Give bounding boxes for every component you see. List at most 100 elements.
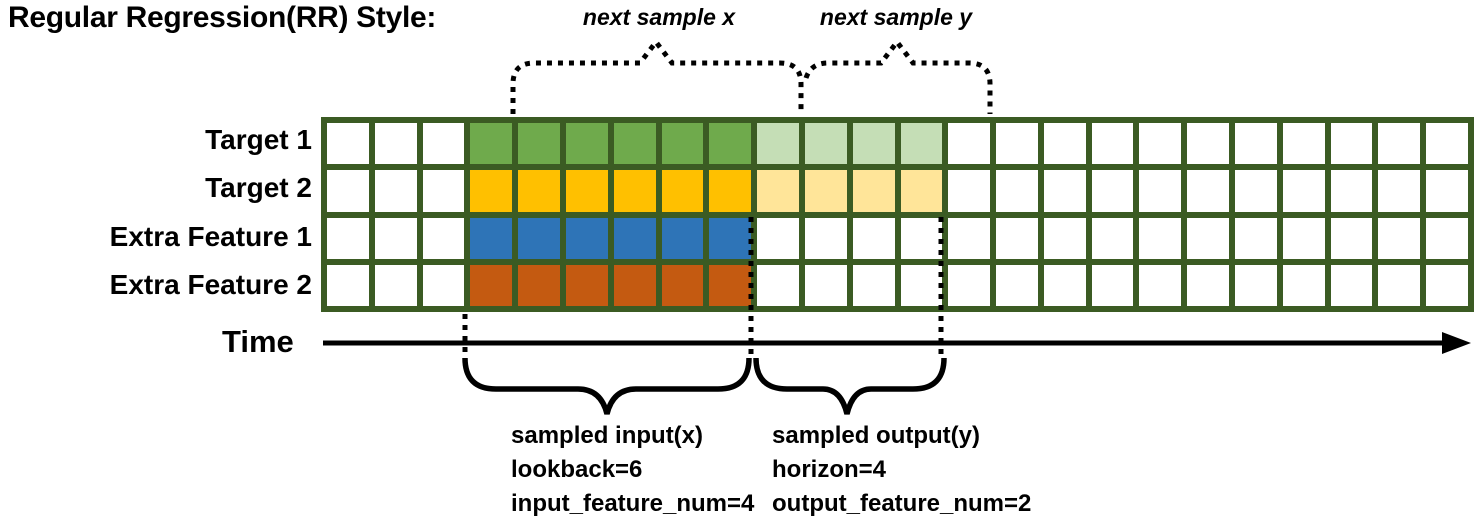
grid-cell: [374, 123, 417, 165]
grid-cell: [470, 217, 513, 259]
grid-cell: [327, 123, 369, 165]
grid-cell: [948, 264, 991, 306]
grid-cell: [1043, 123, 1086, 165]
grid-cell: [900, 217, 943, 259]
grid-cell: [661, 264, 704, 306]
grid-cell: [422, 170, 465, 212]
grid-cell: [422, 217, 465, 259]
grid-cell: [996, 123, 1038, 165]
grid-cell: [565, 264, 608, 306]
grid-cell: [1426, 264, 1468, 306]
grid-cell: [804, 217, 847, 259]
sampled-output-brace: [753, 357, 947, 415]
grid-cell: [757, 123, 799, 165]
grid-cell: [900, 123, 943, 165]
grid-cell: [661, 170, 704, 212]
row-label-target-1: Target 1: [205, 124, 312, 155]
grid-cell: [518, 264, 560, 306]
grid-cell: [804, 264, 847, 306]
grid-cell: [1426, 170, 1468, 212]
grid-cell: [1378, 264, 1421, 306]
grid-cell: [1378, 217, 1421, 259]
next-sample-x-label: next sample x: [582, 4, 736, 30]
grid-cell: [1426, 217, 1468, 259]
grid-cell: [804, 170, 847, 212]
next-sample-x-brace: [510, 37, 804, 114]
grid-cell: [1139, 170, 1182, 212]
sampled-input-line: sampled input(x): [511, 422, 704, 449]
diagram-title: Regular Regression(RR) Style:: [8, 1, 437, 34]
grid-cell: [327, 217, 369, 259]
grid-cell: [1330, 170, 1373, 212]
grid-cell: [709, 123, 752, 165]
grid-cell: [422, 264, 465, 306]
grid-cell: [1426, 123, 1468, 165]
grid-cell: [518, 170, 560, 212]
input-feature-num-line: input_feature_num=4: [511, 490, 755, 516]
grid-cell: [565, 123, 608, 165]
grid-cell: [661, 217, 704, 259]
grid-cell: [709, 170, 752, 212]
grid-cell: [518, 123, 560, 165]
grid-cell: [613, 264, 656, 306]
grid-cell: [661, 123, 704, 165]
grid-cell: [1235, 123, 1277, 165]
grid-cell: [565, 170, 608, 212]
grid-cell: [1043, 217, 1086, 259]
grid-cell: [852, 217, 895, 259]
grid-cell: [1330, 264, 1373, 306]
sampled-output-line: sampled output(y): [772, 422, 980, 449]
grid-cell: [613, 217, 656, 259]
row-label-target-2: Target 2: [205, 172, 312, 203]
time-axis-arrowhead: [1442, 332, 1471, 354]
grid-cell: [1282, 264, 1325, 306]
lookback-line: lookback=6: [511, 456, 643, 483]
grid-cell: [1043, 264, 1086, 306]
grid-cell: [1091, 123, 1134, 165]
grid-cell: [709, 217, 752, 259]
grid-cell: [804, 123, 847, 165]
grid-cell: [565, 217, 608, 259]
time-axis-label: Time: [222, 324, 294, 359]
grid-cell: [852, 123, 895, 165]
grid-cell: [1187, 217, 1230, 259]
grid-cell: [1043, 170, 1086, 212]
grid-cell: [1187, 170, 1230, 212]
grid-cell: [1187, 123, 1230, 165]
grid-cell: [1235, 217, 1277, 259]
grid-cell: [327, 264, 369, 306]
sample-grid: [321, 117, 1474, 312]
grid-cell: [996, 217, 1038, 259]
row-label-extra-feature-1: Extra Feature 1: [109, 221, 312, 252]
grid-cell: [1235, 264, 1277, 306]
grid-cell: [852, 264, 895, 306]
grid-cell: [1282, 217, 1325, 259]
grid-cell: [1378, 170, 1421, 212]
grid-cell: [613, 170, 656, 212]
grid-cell: [757, 217, 799, 259]
grid-cell: [327, 170, 369, 212]
grid-cell: [1139, 264, 1182, 306]
grid-cell: [996, 264, 1038, 306]
grid-cell: [470, 170, 513, 212]
grid-cell: [613, 123, 656, 165]
grid-cell: [900, 264, 943, 306]
output-feature-num-line: output_feature_num=2: [772, 490, 1032, 516]
grid-cell: [470, 123, 513, 165]
grid-cell: [1235, 170, 1277, 212]
horizon-line: horizon=4: [772, 456, 887, 483]
grid-cell: [1187, 264, 1230, 306]
next-sample-y-label: next sample y: [819, 4, 973, 30]
grid-cell: [1330, 123, 1373, 165]
grid-cell: [1091, 264, 1134, 306]
grid-cell: [374, 264, 417, 306]
grid-cell: [757, 170, 799, 212]
grid-cell: [1330, 217, 1373, 259]
grid-cell: [948, 170, 991, 212]
next-sample-y-brace: [803, 37, 993, 114]
sampled-output-caption: sampled output(y) horizon=4 output_featu…: [772, 419, 1031, 516]
sampled-input-brace: [462, 357, 752, 415]
grid-cell: [757, 264, 799, 306]
grid-cell: [1282, 123, 1325, 165]
